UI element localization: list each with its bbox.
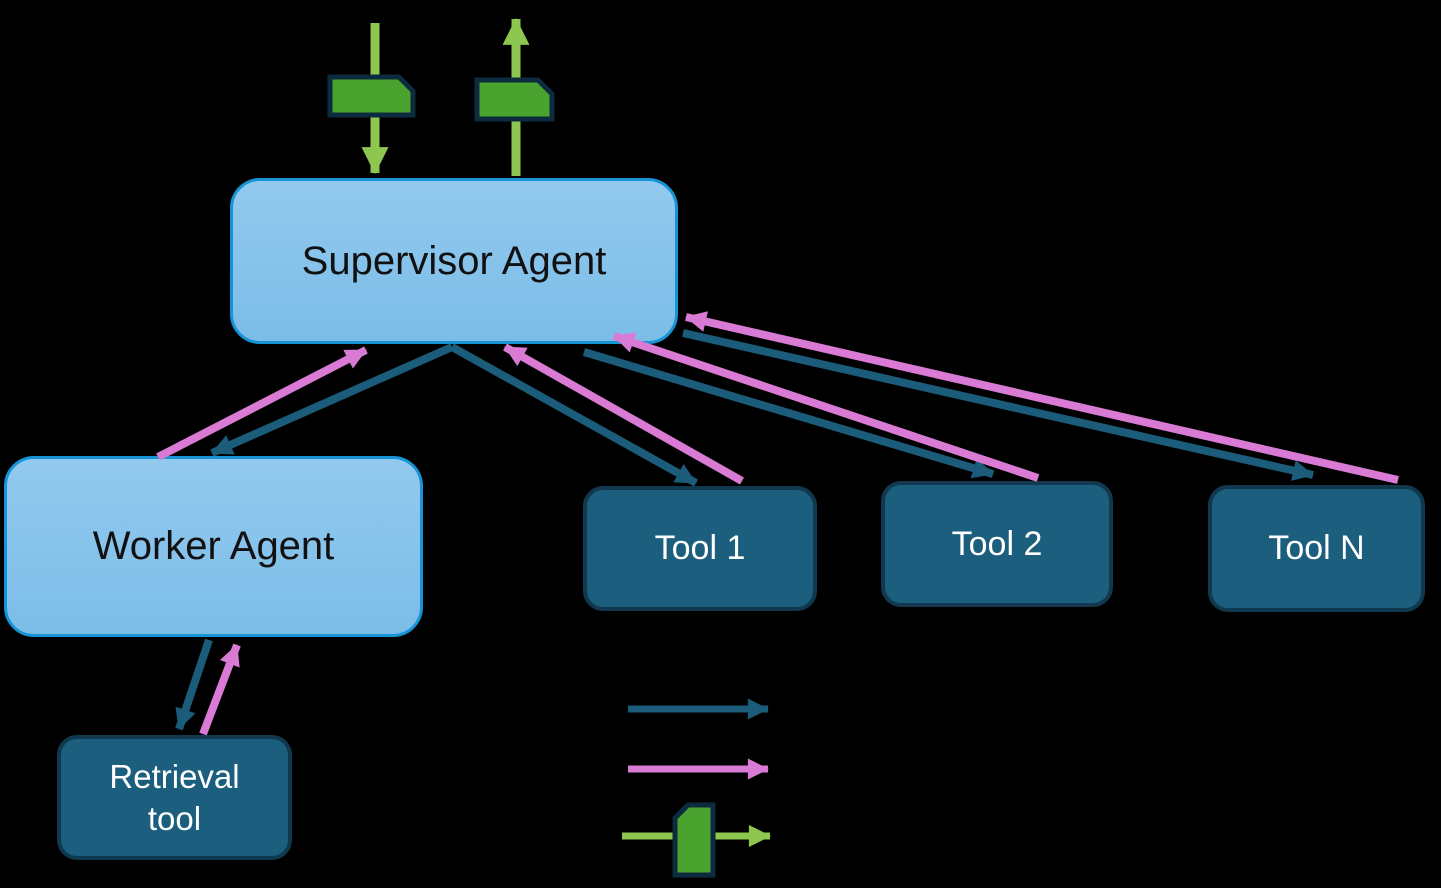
arrow-worker-to-supervisor: [156, 346, 368, 461]
tool-1-node: Tool 1: [583, 486, 817, 611]
output-io-block: [474, 77, 555, 122]
input-io-block: [327, 74, 416, 118]
worker-agent-label: Worker Agent: [92, 524, 335, 568]
tool-1-label: Tool 1: [654, 529, 746, 568]
retrieval-tool-node: Retrieval tool: [57, 735, 292, 860]
legend: [622, 698, 771, 878]
tool-n-label: Tool N: [1268, 529, 1365, 568]
arrow-worker-to-retrieval-tool: [175, 638, 213, 731]
arrow-retrieval-tool-to-worker: [199, 643, 241, 736]
legend-io-block: [672, 802, 716, 878]
arrow-tool-1-to-supervisor: [503, 343, 744, 485]
arrow-supervisor-to-worker: [210, 343, 454, 457]
arrow-supervisor-to-tool-1: [450, 343, 698, 487]
arrow-tool-2-to-supervisor: [612, 332, 1040, 482]
arrow-supervisor-to-tool-n: [682, 329, 1314, 481]
arrow-tool-n-to-supervisor: [685, 311, 1399, 484]
arrow-supervisor-to-tool-2: [582, 348, 995, 479]
tool-2-node: Tool 2: [881, 481, 1113, 607]
supervisor-agent-node: Supervisor Agent: [230, 178, 678, 344]
retrieval-tool-label: Retrieval tool: [109, 758, 240, 837]
tool-2-label: Tool 2: [951, 524, 1043, 563]
supervisor-agent-label: Supervisor Agent: [301, 238, 607, 283]
worker-agent-node: Worker Agent: [4, 456, 423, 637]
tool-n-node: Tool N: [1208, 485, 1425, 612]
